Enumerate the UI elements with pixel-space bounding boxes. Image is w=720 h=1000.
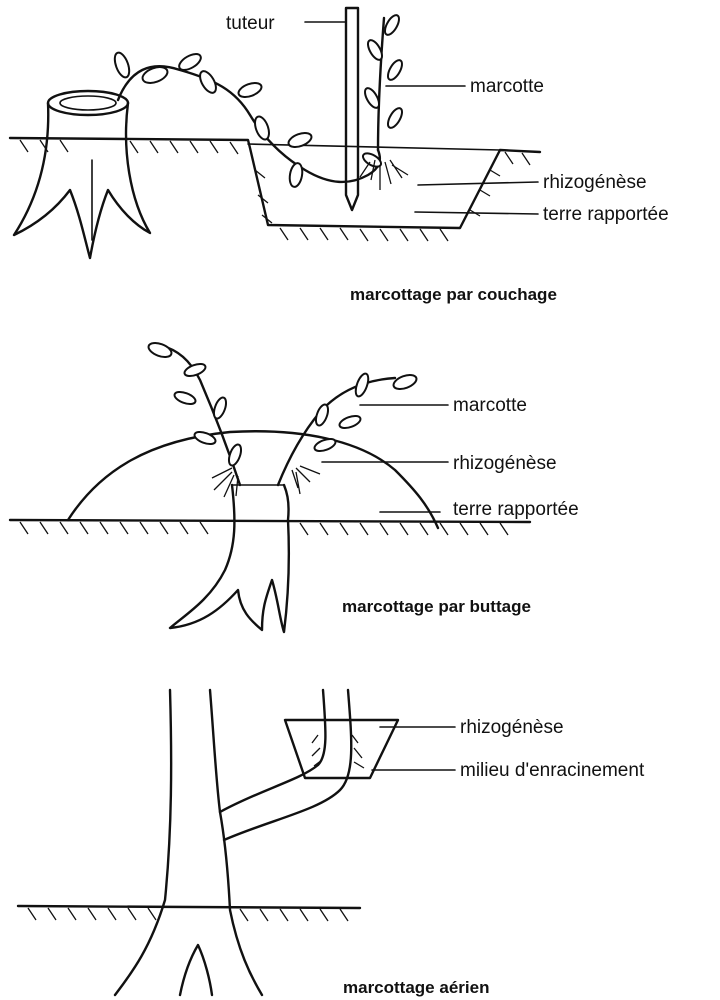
caption-aerien: marcottage aérien <box>343 978 489 997</box>
panel-couchage: tuteur marcotte rhizogénèse terre rappor… <box>10 8 669 304</box>
mound <box>68 431 438 528</box>
ground-line <box>10 138 540 228</box>
trunk-3 <box>115 690 171 995</box>
label-tuteur: tuteur <box>226 13 275 34</box>
roots-buttage <box>212 466 320 497</box>
label-rhizogenese-3: rhizogénèse <box>460 717 564 738</box>
leaders-couchage <box>305 22 538 214</box>
panel-buttage: marcotte rhizogénèse terre rapportée mar… <box>10 340 579 632</box>
caption-couchage: marcottage par couchage <box>350 285 557 304</box>
shoot-right <box>278 378 395 485</box>
label-rhizogenese-1: rhizogénèse <box>543 172 647 193</box>
trunk-3-right <box>210 690 262 995</box>
label-rhizogenese-2: rhizogénèse <box>453 453 557 474</box>
branch-lower <box>224 690 351 840</box>
label-marcotte-2: marcotte <box>453 395 527 416</box>
label-terre-1: terre rapportée <box>543 204 669 225</box>
trunk-2 <box>170 485 289 632</box>
layered-shoot-rise <box>378 18 384 150</box>
label-milieu: milieu d'enracinement <box>460 760 645 781</box>
ground-hatching-2 <box>20 522 508 535</box>
stump <box>14 91 150 258</box>
ground-line-3 <box>18 906 360 908</box>
trench-top <box>248 144 500 150</box>
panel-aerien: rhizogénèse milieu d'enracinement marcot… <box>18 690 645 997</box>
ground-hatching-3 <box>28 908 348 921</box>
label-marcotte-1: marcotte <box>470 76 544 97</box>
label-terre-2: terre rapportée <box>453 499 579 520</box>
ground-line-2 <box>10 520 530 522</box>
caption-buttage: marcottage par buttage <box>342 597 531 616</box>
root-3 <box>180 945 212 995</box>
branch <box>220 690 325 812</box>
buttage-leaves <box>147 340 419 467</box>
